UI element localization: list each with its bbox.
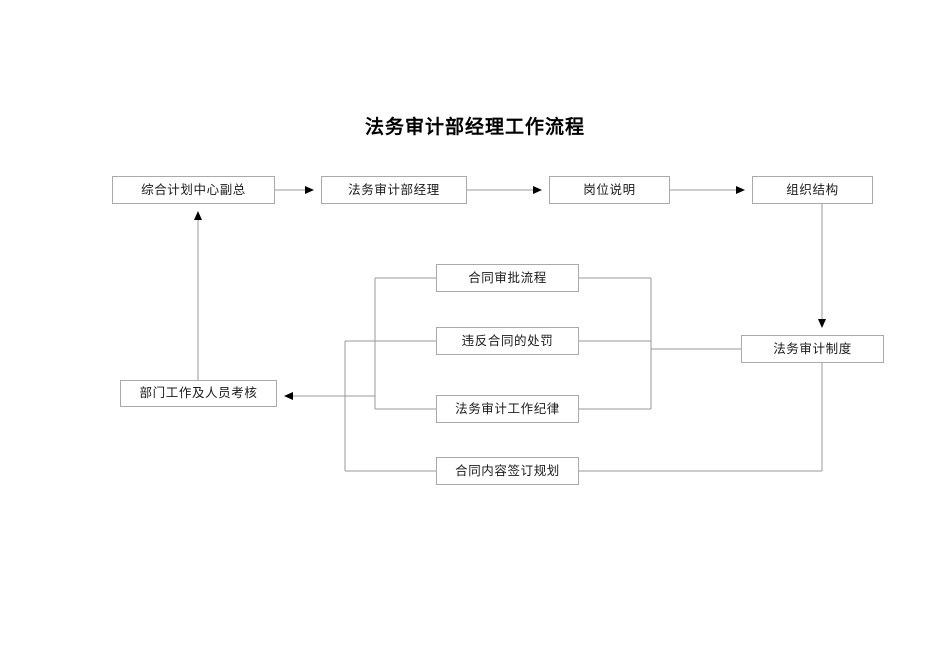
node-label: 法务审计部经理: [348, 182, 440, 197]
page-title: 法务审计部经理工作流程: [364, 117, 585, 138]
node-hetong-neirong-qianding-guihua[interactable]: 合同内容签订规划: [436, 457, 579, 485]
node-label: 法务审计制度: [773, 341, 852, 356]
node-label: 部门工作及人员考核: [139, 386, 258, 401]
node-hetong-shenpi-liucheng[interactable]: 合同审批流程: [436, 264, 579, 292]
node-fawu-shenji-bu-jingli[interactable]: 法务审计部经理: [321, 176, 467, 204]
node-label: 法务审计工作纪律: [455, 401, 560, 416]
node-label: 合同内容签订规划: [455, 463, 560, 478]
node-gangwei-shuoming[interactable]: 岗位说明: [549, 176, 670, 204]
node-fawu-shenji-zhidu[interactable]: 法务审计制度: [741, 335, 884, 363]
node-label: 岗位说明: [583, 182, 636, 197]
node-zonghe-jihua-zhongxin-fuzong[interactable]: 综合计划中心副总: [112, 176, 275, 204]
node-weifan-hetong-de-chufa[interactable]: 违反合同的处罚: [436, 327, 579, 355]
node-label: 组织结构: [786, 182, 839, 197]
node-label: 合同审批流程: [468, 270, 547, 285]
node-fawu-shenji-gongzuo-jilv[interactable]: 法务审计工作纪律: [436, 395, 579, 423]
node-bumen-gongzuo-ji-renyuan-kaohe[interactable]: 部门工作及人员考核: [120, 380, 277, 407]
node-zuzhi-jiegou[interactable]: 组织结构: [752, 176, 873, 204]
node-label: 违反合同的处罚: [461, 333, 554, 348]
node-label: 综合计划中心副总: [141, 182, 246, 197]
